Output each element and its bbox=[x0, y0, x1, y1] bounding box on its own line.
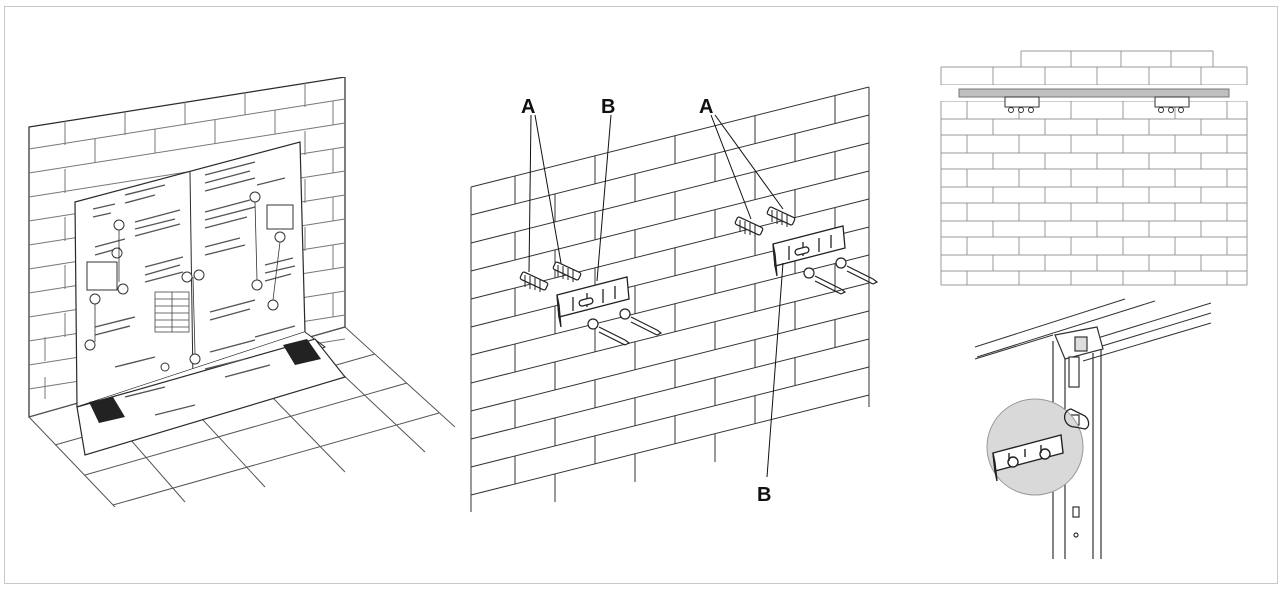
callout-a-left: A bbox=[521, 96, 535, 118]
callout-b-top: B bbox=[601, 96, 615, 118]
bracket-right bbox=[772, 225, 846, 277]
mounting-rail bbox=[958, 88, 1230, 98]
wall-plug-left-2 bbox=[552, 261, 582, 282]
pad-right bbox=[283, 339, 321, 365]
panel-template-on-wall bbox=[15, 77, 455, 507]
right-bracket-group bbox=[734, 206, 879, 295]
detail-illustration bbox=[974, 298, 1212, 559]
wall-plug-left-1 bbox=[519, 271, 549, 292]
front-bracket-left bbox=[1004, 96, 1040, 113]
panel-front-view-wall bbox=[937, 49, 1253, 289]
bracket-illustration: A B A B bbox=[470, 86, 879, 512]
bracket-left bbox=[556, 276, 630, 328]
screw-right-2 bbox=[835, 257, 879, 285]
left-bracket-group bbox=[519, 261, 663, 346]
wall-plug-right-2 bbox=[766, 206, 796, 227]
diagram-frame: A B A B bbox=[4, 6, 1278, 584]
callout-a-right: A bbox=[699, 96, 713, 118]
template-illustration bbox=[28, 77, 455, 507]
panel-detail-magnifier bbox=[965, 297, 1215, 567]
screw-right-1 bbox=[803, 267, 847, 295]
callout-b-bottom: B bbox=[757, 484, 771, 506]
screw-left-2 bbox=[619, 308, 663, 336]
wall-plug-right-1 bbox=[734, 216, 764, 237]
hook-slot bbox=[1064, 408, 1090, 430]
screw-left-1 bbox=[587, 318, 631, 346]
paper-template bbox=[74, 141, 347, 456]
front-wall-illustration bbox=[940, 50, 1248, 286]
leader-lines bbox=[528, 114, 784, 478]
front-bracket-right bbox=[1154, 96, 1190, 113]
magnified-bracket bbox=[992, 434, 1064, 482]
panel-brackets-on-wall: A B A B bbox=[465, 67, 885, 517]
pad-left bbox=[89, 397, 125, 423]
